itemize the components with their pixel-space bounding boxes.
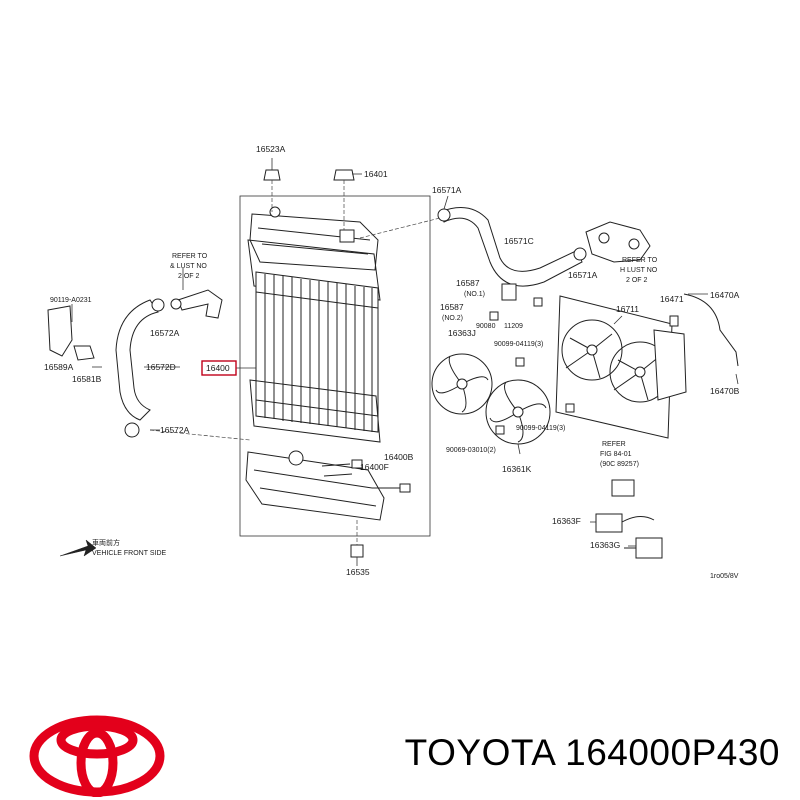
bolt-90099-a <box>515 357 525 367</box>
bracket-16587 <box>501 283 517 301</box>
label-90099-a: 90099-04119(3) <box>494 341 543 348</box>
label-90099-b: 90099-04119(3) <box>516 425 565 432</box>
label-16523A: 16523A <box>256 144 286 154</box>
highlight-box-16400 <box>201 360 237 376</box>
label-90069: 90069-03010(2) <box>446 447 496 454</box>
label-16470B: 16470B <box>710 386 740 396</box>
fan-motor-16363G <box>624 537 663 559</box>
fan-relay <box>611 479 635 497</box>
radiator-lower-tank <box>245 450 385 521</box>
bolt-90080 <box>489 311 499 321</box>
label-16400: 16400 <box>206 363 230 373</box>
lower-hose <box>115 299 159 421</box>
label-90119: 90119-A0231 <box>50 297 92 304</box>
bolt-90069 <box>495 425 505 435</box>
label-front-jp: 車両前方 <box>92 538 120 547</box>
label-16571A-mid: 16571A <box>568 270 598 280</box>
label-16363F: 16363F <box>552 516 581 526</box>
drain-plug <box>350 544 364 558</box>
label-16535: 16535 <box>346 567 370 577</box>
short-hose <box>177 289 223 319</box>
bracket <box>47 305 73 357</box>
leader-lines <box>92 315 739 547</box>
label-16363J: 16363J <box>448 328 476 338</box>
label-16587-no2: 16587 <box>440 302 464 312</box>
label-90080: 90080 <box>476 323 496 330</box>
label-11209: 11209 <box>504 323 523 330</box>
radiator-upper-tank <box>249 206 379 271</box>
label-refer-right-1: REFER TO <box>622 257 658 264</box>
label-16401: 16401 <box>364 169 388 179</box>
label-16363G: 16363G <box>590 540 620 550</box>
fan-motor-16363F <box>595 513 655 533</box>
label-16400F: 16400F <box>360 462 389 472</box>
label-refer-left-3: 2 OF 2 <box>178 273 200 280</box>
label-refer-fig-1: REFER <box>602 441 626 448</box>
toyota-logo-icon <box>29 715 165 797</box>
label-16581B: 16581B <box>72 374 102 384</box>
label-16587-no1: 16587 <box>456 278 480 288</box>
radiator-assembly-frame <box>239 195 431 537</box>
clip-16471 <box>669 315 679 327</box>
fan-right <box>485 379 551 445</box>
radiator-core <box>255 271 379 433</box>
label-refer-right-3: 2 OF 2 <box>626 277 648 284</box>
label-refer-left-1: REFER TO <box>172 253 208 260</box>
label-diagram-code: 1ro05/8V <box>710 573 739 580</box>
fan-left <box>431 353 493 415</box>
label-refer-left-2: & LUST NO <box>170 263 207 270</box>
label-16471: 16471 <box>660 294 684 304</box>
label-16400B: 16400B <box>384 452 414 462</box>
label-16571C: 16571C <box>504 236 534 246</box>
bolt-90099-b <box>565 403 575 413</box>
label-16572A-bot: 16572A <box>160 425 190 435</box>
label-16470A: 16470A <box>710 290 740 300</box>
lower-gasket <box>249 379 381 443</box>
label-front-en: VEHICLE FRONT SIDE <box>92 550 166 557</box>
label-refer-fig-3: (90C 89257) <box>600 461 639 468</box>
label-16589A: 16589A <box>44 362 74 372</box>
label-16587-no1-sub: (NO.1) <box>464 291 485 298</box>
label-refer-fig-2: FIG 84-01 <box>600 451 632 458</box>
overflow-hose <box>683 293 739 367</box>
radiator-cap <box>333 169 355 181</box>
label-16572D: 16572D <box>146 362 176 372</box>
fan-shroud <box>555 295 673 439</box>
water-outlet <box>585 221 651 263</box>
bolt-11209 <box>533 297 543 307</box>
label-16571A-top: 16571A <box>432 185 462 195</box>
parts-diagram: 16523A 16401 16571A 16571C 16571A REFER … <box>44 144 740 580</box>
reserve-tank <box>653 329 687 401</box>
label-refer-right-2: H LUST NO <box>620 267 658 274</box>
brand-part-number: TOYOTA 164000P430 <box>404 732 780 773</box>
upper-hose <box>439 207 583 287</box>
bolt-16523A <box>263 169 281 181</box>
front-arrow-icon <box>59 539 97 557</box>
label-16711: 16711 <box>616 304 639 314</box>
label-16572A-top: 16572A <box>150 328 180 338</box>
label-16361K: 16361K <box>502 464 532 474</box>
radiator-mount-bolts <box>321 459 411 493</box>
upper-gasket <box>247 239 381 301</box>
label-16587-no2-sub: (NO.2) <box>442 315 463 322</box>
clip <box>73 345 95 361</box>
